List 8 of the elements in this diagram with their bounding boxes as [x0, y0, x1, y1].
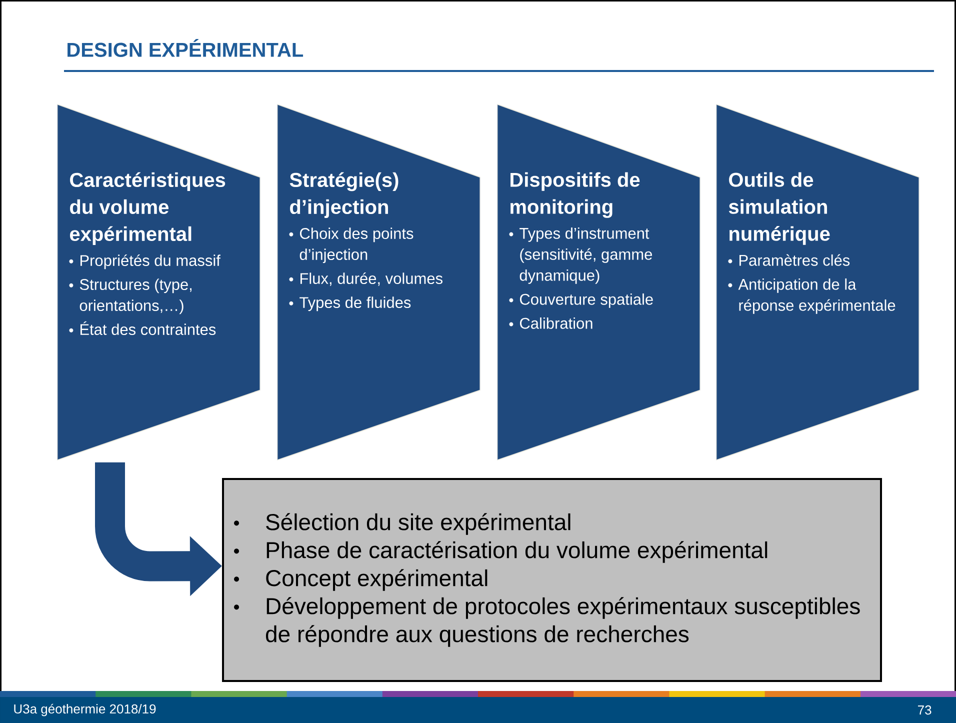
chevron-panel: Caractéristiques du volume expérimental Propriétés du massif Structures (type, orientations,…) État des contraintes	[57, 104, 260, 460]
page-number: 73	[918, 705, 932, 715]
slide-title: DESIGN EXPÉRIMENTAL	[68, 39, 304, 57]
chevron-panel: Stratégie(s) d’injection Choix des points d’injection Flux, durée, volumes Types de fluides	[277, 104, 480, 460]
summary-box: Sélection du site expérimental Phase de caractérisation du volume expérimental Concept expérimental Développement de protocoles expérimentaux susceptibles de répondre aux questions de recherches	[222, 478, 882, 682]
chevron-panel: Dispositifs de monitoring Types d’instrument (sensitivité, gamme dynamique) Couverture spatiale Calibration	[497, 104, 700, 460]
footer-text: U3a géothermie 2018/19	[14, 704, 156, 716]
chevron-panel: Outils de simulation numérique Paramètres clés Anticipation de la réponse expérimentale	[716, 104, 920, 460]
